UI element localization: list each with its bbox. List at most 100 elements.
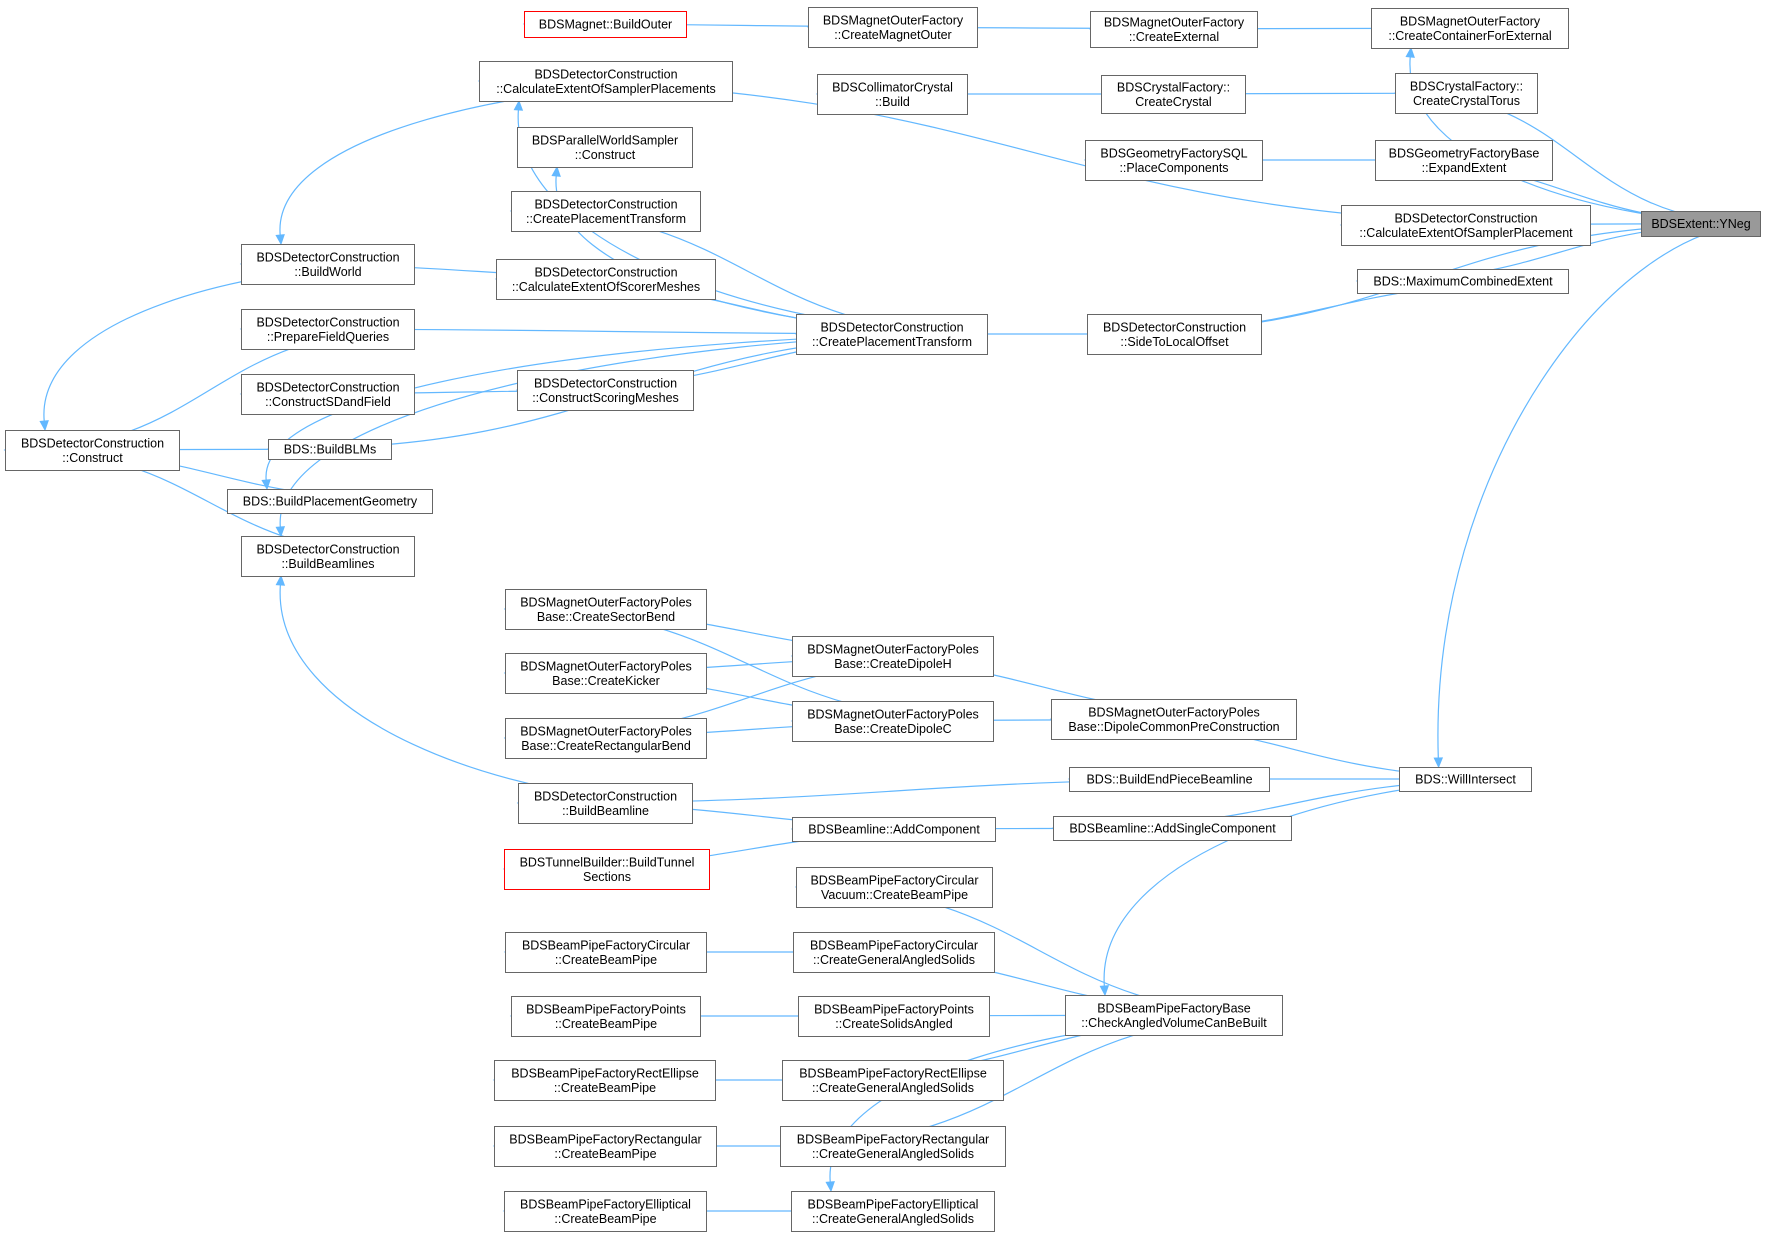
node-box xyxy=(798,996,990,1037)
node-calc-sampler-placements[interactable]: BDSDetectorConstruction::CalculateExtent… xyxy=(479,61,733,102)
edge-check-angled-to-will-intersect xyxy=(1099,778,1532,997)
node-build-world[interactable]: BDSDetectorConstruction::BuildWorld xyxy=(241,244,415,285)
node-label-line: BDSBeamPipeFactoryPoints xyxy=(814,1002,974,1016)
node-label-line: ::CreateSolidsAngled xyxy=(835,1017,952,1031)
node-label-line: ::CalculateExtentOfSamplerPlacements xyxy=(496,82,716,96)
node-circ-vacuum[interactable]: BDSBeamPipeFactoryCircularVacuum::Create… xyxy=(796,867,993,908)
node-build-end-piece[interactable]: BDS::BuildEndPieceBeamline xyxy=(1069,767,1270,792)
node-rect-pipe[interactable]: BDSBeamPipeFactoryRectangular::CreateBea… xyxy=(494,1126,717,1167)
node-container-ext[interactable]: BDSMagnetOuterFactory::CreateContainerFo… xyxy=(1371,8,1569,49)
node-label-line: ::PlaceComponents xyxy=(1119,161,1228,175)
node-collimator-crystal[interactable]: BDSCollimatorCrystal::Build xyxy=(817,74,968,115)
node-label-line: BDSMagnetOuterFactoryPoles xyxy=(520,724,692,738)
node-dipole-common[interactable]: BDSMagnetOuterFactoryPolesBase::DipoleCo… xyxy=(1051,699,1297,740)
node-label-line: ::CreateBeamPipe xyxy=(554,1212,656,1226)
node-label-line: ::ConstructScoringMeshes xyxy=(532,391,679,405)
node-box xyxy=(227,489,433,514)
node-add-single[interactable]: BDSBeamline::AddSingleComponent xyxy=(1053,816,1292,841)
node-rect-ell-general[interactable]: BDSBeamPipeFactoryRectEllipse::CreateGen… xyxy=(782,1060,1004,1101)
node-ell-pipe[interactable]: BDSBeamPipeFactoryElliptical::CreateBeam… xyxy=(504,1191,707,1232)
node-box xyxy=(241,244,415,285)
node-box xyxy=(505,653,707,694)
node-prepare-field[interactable]: BDSDetectorConstruction::PrepareFieldQue… xyxy=(241,309,415,350)
node-points-angled[interactable]: BDSBeamPipeFactoryPoints::CreateSolidsAn… xyxy=(798,996,990,1037)
node-label-line: BDSDetectorConstruction xyxy=(256,250,399,264)
node-ell-general[interactable]: BDSBeamPipeFactoryElliptical::CreateGene… xyxy=(791,1191,995,1232)
node-add-component[interactable]: BDSBeamline::AddComponent xyxy=(792,817,996,842)
node-box xyxy=(504,849,710,890)
node-box xyxy=(792,701,994,742)
node-circ-pipe[interactable]: BDSBeamPipeFactoryCircular::CreateBeamPi… xyxy=(505,932,707,973)
node-parallel-sampler[interactable]: BDSParallelWorldSampler::Construct xyxy=(517,127,693,168)
node-construct-scoring[interactable]: BDSDetectorConstruction::ConstructScorin… xyxy=(517,370,694,411)
node-circ-general[interactable]: BDSBeamPipeFactoryCircular::CreateGenera… xyxy=(793,932,995,973)
node-dipole-h[interactable]: BDSMagnetOuterFactoryPolesBase::CreateDi… xyxy=(792,636,994,677)
node-rect-bend[interactable]: BDSMagnetOuterFactoryPolesBase::CreateRe… xyxy=(505,718,707,759)
node-check-angled[interactable]: BDSBeamPipeFactoryBase::CheckAngledVolum… xyxy=(1065,995,1283,1036)
node-scorer-meshes[interactable]: BDSDetectorConstruction::CalculateExtent… xyxy=(496,259,716,300)
node-box xyxy=(505,932,707,973)
node-create-placement-main[interactable]: BDSDetectorConstruction::CreatePlacement… xyxy=(796,314,988,355)
node-label-line: ::BuildBeamline xyxy=(562,804,649,818)
node-box xyxy=(504,1191,707,1232)
node-build-outer[interactable]: BDSMagnet::BuildOuter xyxy=(524,11,687,38)
node-label-line: ::CreateGeneralAngledSolids xyxy=(812,1081,974,1095)
node-box xyxy=(808,7,978,48)
node-label-line: BDSMagnetOuterFactoryPoles xyxy=(520,659,692,673)
node-box xyxy=(5,430,180,471)
node-label-line: ::ConstructSDandField xyxy=(265,395,391,409)
node-label-line: BDS::MaximumCombinedExtent xyxy=(1373,275,1553,289)
arrowhead-icon xyxy=(1405,46,1415,58)
node-will-intersect[interactable]: BDS::WillIntersect xyxy=(1399,767,1532,792)
node-label-line: ::ExpandExtent xyxy=(1422,161,1507,175)
node-rect-general[interactable]: BDSBeamPipeFactoryRectangular::CreateGen… xyxy=(780,1126,1006,1167)
node-label-line: ::CreateGeneralAngledSolids xyxy=(813,953,975,967)
node-place-components[interactable]: BDSGeometryFactorySQL::PlaceComponents xyxy=(1085,140,1263,181)
node-box xyxy=(796,867,993,908)
node-label-line: BDSBeamPipeFactoryCircular xyxy=(522,938,690,952)
node-box xyxy=(517,370,694,411)
arrowhead-icon xyxy=(275,574,286,586)
edge-will-intersect-to-yneg xyxy=(1433,222,1761,769)
node-create-magnet-outer[interactable]: BDSMagnetOuterFactory::CreateMagnetOuter xyxy=(808,7,978,48)
node-box xyxy=(1051,699,1297,740)
node-build-beamlines[interactable]: BDSDetectorConstruction::BuildBeamlines xyxy=(241,536,415,577)
node-box xyxy=(517,127,693,168)
node-points-pipe[interactable]: BDSBeamPipeFactoryPoints::CreateBeamPipe xyxy=(511,996,701,1037)
arrowhead-icon xyxy=(1433,757,1444,769)
node-label-line: BDSBeamPipeFactoryRectangular xyxy=(509,1132,701,1146)
node-create-external[interactable]: BDSMagnetOuterFactory::CreateExternal xyxy=(1090,11,1258,48)
node-box xyxy=(1065,995,1283,1036)
node-dipole-c[interactable]: BDSMagnetOuterFactoryPolesBase::CreateDi… xyxy=(792,701,994,742)
node-box xyxy=(1399,767,1532,792)
node-calc-sampler-placement[interactable]: BDSDetectorConstruction::CalculateExtent… xyxy=(1341,205,1591,246)
node-label-line: BDSDetectorConstruction xyxy=(1394,211,1537,225)
node-create-placement-small[interactable]: BDSDetectorConstruction::CreatePlacement… xyxy=(511,191,701,232)
node-box xyxy=(1069,767,1270,792)
node-build-beamline[interactable]: BDSDetectorConstruction::BuildBeamline xyxy=(518,783,693,824)
node-kicker[interactable]: BDSMagnetOuterFactoryPolesBase::CreateKi… xyxy=(505,653,707,694)
node-yneg[interactable]: BDSExtent::YNeg xyxy=(1641,211,1761,237)
node-sector-bend[interactable]: BDSMagnetOuterFactoryPolesBase::CreateSe… xyxy=(505,589,707,630)
node-side-to-local[interactable]: BDSDetectorConstruction::SideToLocalOffs… xyxy=(1087,314,1262,355)
node-label-line: ::PrepareFieldQueries xyxy=(267,330,389,344)
node-label-line: BDSDetectorConstruction xyxy=(534,376,677,390)
node-label-line: BDSParallelWorldSampler xyxy=(532,133,678,147)
node-label-line: BDSBeamPipeFactoryBase xyxy=(1097,1001,1251,1015)
edge-line xyxy=(1103,778,1532,987)
node-max-combined[interactable]: BDS::MaximumCombinedExtent xyxy=(1357,269,1569,294)
node-crystal-torus[interactable]: BDSCrystalFactory::CreateCrystalTorus xyxy=(1395,73,1538,114)
node-expand-extent[interactable]: BDSGeometryFactoryBase::ExpandExtent xyxy=(1375,140,1553,181)
node-build-placement-geom[interactable]: BDS::BuildPlacementGeometry xyxy=(227,489,433,514)
node-build-blms[interactable]: BDS::BuildBLMs xyxy=(268,439,392,460)
node-label-line: BDSCrystalFactory:: xyxy=(1410,79,1523,93)
node-create-crystal[interactable]: BDSCrystalFactory::CreateCrystal xyxy=(1101,75,1246,114)
node-construct[interactable]: BDSDetectorConstruction::Construct xyxy=(5,430,180,471)
node-box xyxy=(1053,816,1292,841)
node-label-line: BDSMagnetOuterFactoryPoles xyxy=(807,642,979,656)
node-construct-sd[interactable]: BDSDetectorConstruction::ConstructSDandF… xyxy=(241,374,415,415)
node-label-line: BDSBeamPipeFactoryRectangular xyxy=(797,1132,989,1146)
node-rect-ell-pipe[interactable]: BDSBeamPipeFactoryRectEllipse::CreateBea… xyxy=(494,1060,716,1101)
